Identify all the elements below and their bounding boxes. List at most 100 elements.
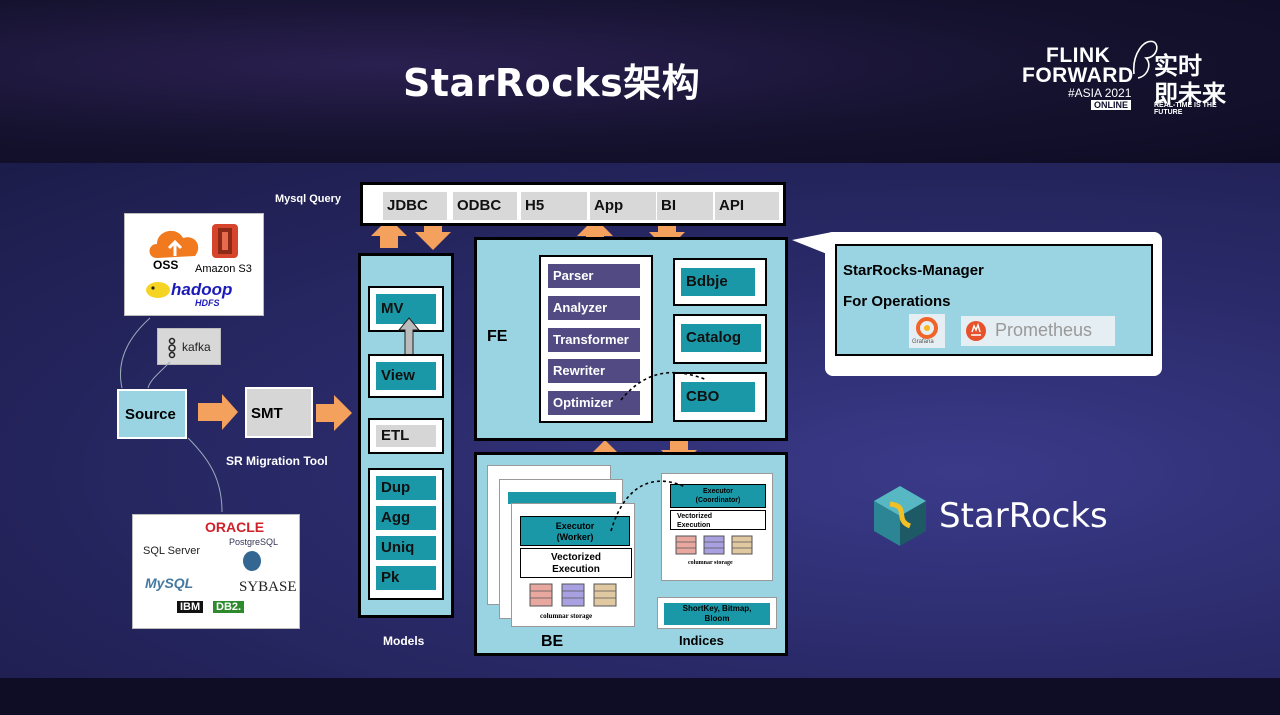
- executor-coordinator: Executor (Coordinator): [670, 484, 766, 508]
- vectorized-execution-small: Vectorized Execution: [670, 510, 766, 530]
- query-item-h5[interactable]: H5: [521, 192, 587, 220]
- source-node: Source: [117, 389, 187, 439]
- manager-subtitle: For Operations: [843, 293, 951, 310]
- view-to-mv-arrow: [397, 317, 421, 359]
- worker-card-back1-header: [508, 492, 616, 504]
- mv-node: MV: [376, 294, 436, 324]
- transformer-step: Transformer: [548, 328, 640, 352]
- query-item-bi[interactable]: BI: [657, 192, 713, 220]
- columnar-storage-icon: [529, 583, 617, 607]
- source-label: Source: [125, 406, 176, 423]
- executor-worker: Executor (Worker): [520, 516, 630, 546]
- bdbje-container: Bdbje: [673, 258, 767, 306]
- query-bar: JDBC ODBC H5 App BI API: [360, 182, 786, 226]
- catalog-node: Catalog: [681, 324, 761, 352]
- squirrel-icon: [1133, 40, 1158, 79]
- cloud-upload-icon: [149, 230, 199, 258]
- storage-sources-panel: OSS Amazon S3 hadoop HDFS: [124, 213, 264, 316]
- oss-label: OSS: [153, 258, 179, 272]
- be-panel: Executor (Worker) Vectorized Execution c…: [474, 452, 788, 656]
- postgresql-logo: PostgreSQL: [229, 537, 279, 547]
- parser-step: Parser: [548, 264, 640, 288]
- grafana-icon: [916, 317, 938, 339]
- db2-logo: DB2.: [213, 601, 245, 613]
- worker-card: Executor (Worker) Vectorized Execution c…: [511, 503, 635, 627]
- event-logo: FLINK FORWARD #ASIA 2021 ONLINE 实时 即未来 R…: [1020, 40, 1240, 116]
- bdbje-node: Bdbje: [681, 268, 755, 296]
- grafana-label: Grafana: [912, 339, 934, 345]
- smt-label: SMT: [251, 405, 283, 422]
- columnar-storage-label: columnar storage: [540, 612, 593, 620]
- arrow-smt-to-models: [316, 395, 352, 431]
- mysql-query-label: Mysql Query: [275, 193, 342, 205]
- ibm-logo: IBM: [177, 601, 204, 613]
- etl-node: ETL: [376, 425, 436, 447]
- amazon-s3-icon: [212, 224, 238, 258]
- event-line2: FORWARD: [1022, 64, 1134, 87]
- page-title: StarRocks架构: [403, 61, 701, 105]
- catalog-container: Catalog: [673, 314, 767, 364]
- manager-title: StarRocks-Manager: [843, 262, 984, 279]
- dup-node: Dup: [376, 476, 436, 500]
- databases-panel: SQL Server ORACLE PostgreSQL MySQL SYBAS…: [132, 514, 300, 629]
- fe-label: FE: [487, 328, 508, 345]
- view-node: View: [376, 362, 436, 390]
- fe-panel: FE Parser Analyzer Transformer Rewriter …: [474, 237, 788, 441]
- amazon-s3-label: Amazon S3: [195, 263, 252, 275]
- cbo-node: CBO: [681, 382, 755, 412]
- event-tagline: REAL-TIME IS THE FUTURE: [1154, 102, 1217, 116]
- indices-label: Indices: [679, 633, 724, 648]
- cbo-container: CBO: [673, 372, 767, 422]
- worker-coordinator-link: [610, 480, 686, 532]
- arrow-models-up: [371, 218, 407, 248]
- be-label: BE: [541, 633, 564, 650]
- kafka-panel: kafka: [157, 328, 221, 365]
- footer-background: [0, 678, 1280, 715]
- event-line4: ONLINE: [1091, 100, 1132, 110]
- etl-container: ETL: [368, 418, 444, 454]
- arrow-fe-down: [649, 220, 685, 250]
- query-item-jdbc[interactable]: JDBC: [383, 192, 447, 220]
- callout-tail: [792, 232, 832, 256]
- smt-node: SMT: [245, 387, 313, 438]
- rewriter-step: Rewriter: [548, 359, 640, 383]
- hdfs-label: HDFS: [195, 298, 220, 308]
- fe-pipeline: Parser Analyzer Transformer Rewriter Opt…: [539, 255, 653, 423]
- indices-card: ShortKey, Bitmap, Bloom: [657, 597, 777, 629]
- coordinator-card: Executor (Coordinator) Vectorized Execut…: [661, 473, 773, 581]
- manager-callout: StarRocks-Manager For Operations Grafana…: [825, 232, 1162, 376]
- event-line1: FLINK: [1046, 44, 1111, 67]
- prometheus-icon: [966, 321, 986, 341]
- analyzer-step: Analyzer: [548, 296, 640, 320]
- grafana-logo: Grafana: [909, 314, 945, 348]
- columnar-storage-small-icon: [675, 535, 753, 555]
- query-item-app[interactable]: App: [590, 192, 656, 220]
- kafka-icon: [168, 337, 176, 359]
- oracle-logo: ORACLE: [205, 519, 265, 535]
- models-panel: MV View ETL Dup Agg Uniq Pk: [358, 253, 454, 618]
- prometheus-logo: Prometheus: [961, 316, 1115, 346]
- models-label: Models: [383, 634, 425, 648]
- pk-node: Pk: [376, 566, 436, 590]
- indices-node: ShortKey, Bitmap, Bloom: [664, 603, 770, 625]
- table-models-container: Dup Agg Uniq Pk: [368, 468, 444, 600]
- mysql-logo: MySQL: [145, 575, 194, 591]
- manager-panel: StarRocks-Manager For Operations Grafana…: [835, 244, 1153, 356]
- arrow-models-down: [415, 220, 451, 250]
- uniq-node: Uniq: [376, 536, 436, 560]
- agg-node: Agg: [376, 506, 436, 530]
- query-item-odbc[interactable]: ODBC: [453, 192, 517, 220]
- optimizer-step: Optimizer: [548, 391, 640, 415]
- postgres-elephant-icon: [243, 551, 261, 571]
- event-cn2: 即未来: [1154, 80, 1226, 108]
- header-background: [0, 0, 1280, 163]
- sybase-logo: SYBASE: [239, 579, 297, 595]
- view-container: View: [368, 354, 444, 398]
- prometheus-label: Prometheus: [995, 320, 1093, 340]
- event-line3: #ASIA 2021: [1068, 86, 1132, 100]
- kafka-label: kafka: [182, 340, 211, 354]
- starrocks-brand-name: StarRocks: [939, 496, 1108, 536]
- hadoop-elephant-icon: [146, 282, 170, 298]
- query-item-api[interactable]: API: [715, 192, 779, 220]
